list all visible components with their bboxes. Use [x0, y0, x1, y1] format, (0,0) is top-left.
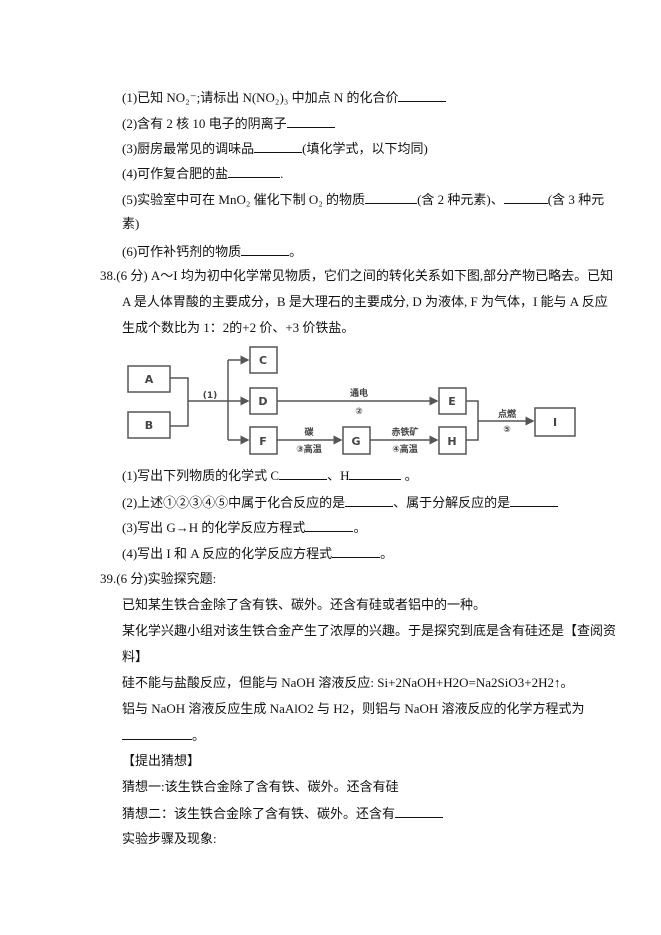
text: 、属于分解反应的是 — [393, 495, 511, 510]
box-C — [249, 346, 278, 374]
answer-blank[interactable] — [254, 140, 303, 153]
answer-blank[interactable] — [241, 243, 290, 256]
text: . — [280, 166, 284, 181]
text: (6)可作补钙剂的物质 — [122, 244, 242, 259]
reaction-4-label: ④高温 — [392, 443, 418, 455]
q37-item-5-cont: 素) — [122, 216, 140, 231]
label-A: A — [145, 373, 154, 386]
text: (4)可作复合肥的盐 — [122, 166, 229, 181]
text: (填化学式，以下均同) — [302, 141, 428, 156]
text: 。 — [380, 546, 394, 561]
answer-blank[interactable] — [345, 494, 394, 507]
text: (含 2 种元素)、 — [417, 192, 504, 207]
q37-item-4: (4)可作复合肥的盐. — [122, 165, 283, 182]
label-B: B — [145, 419, 153, 432]
answer-blank[interactable] — [122, 727, 192, 740]
q39-line: 铝与 NaOH 溶液反应生成 NaAlO2 与 H2，则铝与 NaOH 溶液反应… — [122, 701, 585, 716]
q39-line: 已知某生铁合金除了含有铁、碳外。还含有硅或者铝中的一种。 — [122, 597, 487, 612]
q39-heading: 39.(6 分)实验探究题: — [100, 571, 217, 586]
text: 。 — [289, 244, 303, 259]
answer-blank[interactable] — [365, 191, 418, 204]
q39-line: 实验步骤及现象: — [122, 831, 217, 846]
q39-equation-blank-line: 。 — [122, 727, 205, 744]
q37-item-2: (2)含有 2 核 10 电子的阴离子 — [122, 115, 335, 132]
reaction-3-label: ③高温 — [296, 443, 322, 455]
q39-section-heading: 【提出猜想】 — [122, 753, 201, 768]
text: (2)含有 2 核 10 电子的阴离子 — [122, 116, 287, 131]
text: (4)写出 I 和 A 反应的化学反应方程式 — [122, 546, 333, 561]
answer-blank[interactable] — [395, 805, 444, 818]
label-D: D — [258, 395, 267, 408]
label-I: I — [553, 416, 557, 429]
q37-item-5: (5)实验室中可在 MnO₂ 催化下制 O₂ 的物质 (含 2 种元素)、 (含 3… — [122, 191, 604, 208]
q39-hypothesis-1: 猜想一:该生铁合金除了含有铁、碳外。还含有硅 — [122, 779, 399, 794]
label-G: G — [351, 435, 360, 448]
q38-stem-line: A 是人体胃酸的主要成分，B 是大理石的主要成分, D 为液体, F 为气体，I… — [122, 294, 608, 309]
text: 。 — [353, 520, 367, 535]
reaction-1-label: (1) — [203, 391, 218, 401]
label-C: C — [259, 354, 267, 367]
text: (5)实验室中可在 MnO₂ 催化下制 O₂ 的物质 — [122, 192, 366, 207]
text: (含 3 种元 — [547, 192, 605, 207]
label-F: F — [259, 435, 267, 448]
reaction-2-label: ② — [355, 407, 363, 417]
reaction-4-condition: 赤铁矿 — [391, 426, 418, 438]
answer-blank[interactable] — [279, 467, 328, 480]
q37-item-3: (3)厨房最常见的调味品 (填化学式，以下均同) — [122, 140, 428, 157]
answer-blank[interactable] — [398, 89, 447, 102]
q38-stem-line: 38.(6 分) A～I 均为初中化学常见物质，它们之间的转化关系如下图,部分产… — [100, 268, 614, 283]
text: 猜想二：该生铁合金除了含有铁、碳外。还含有 — [122, 806, 396, 821]
answer-blank[interactable] — [510, 494, 559, 507]
text: 。 — [404, 468, 418, 483]
answer-blank[interactable] — [503, 191, 548, 204]
reaction-2-condition: 通电 — [350, 387, 368, 399]
text: 、H — [327, 468, 350, 483]
text: (3)厨房最常见的调味品 — [122, 141, 255, 156]
reaction-5-label: ⑤ — [503, 425, 511, 435]
text: (1)写出下列物质的化学式 C — [122, 468, 280, 483]
box-B — [127, 411, 171, 439]
text: (2)上述①②③④⑤中属于化合反应的是 — [122, 495, 346, 510]
text: 。 — [192, 728, 206, 743]
label-H: H — [447, 435, 456, 448]
answer-blank[interactable] — [349, 467, 402, 480]
answer-blank[interactable] — [228, 165, 281, 178]
q39-line: 料】 — [122, 649, 149, 664]
q39-hypothesis-2: 猜想二：该生铁合金除了含有铁、碳外。还含有 — [122, 805, 444, 822]
text: (3)写出 G→H 的化学反应方程式 — [122, 520, 306, 535]
text: (1)已知 NO₂⁻;请标出 N(NO₂)₃ 中加点 N 的化合价 — [122, 90, 399, 105]
q38-part-4: (4)写出 I 和 A 反应的化学反应方程式 。 — [122, 545, 393, 562]
q38-part-2: (2)上述①②③④⑤中属于化合反应的是 、属于分解反应的是 — [122, 494, 559, 511]
label-E: E — [448, 395, 456, 408]
answer-blank[interactable] — [332, 545, 381, 558]
q37-item-6: (6)可作补钙剂的物质 。 — [122, 243, 302, 260]
q39-line: 某化学兴趣小组对该生铁合金产生了浓厚的兴趣。于是探究到底是含有硅还是【查阅资 — [122, 623, 617, 638]
q37-item-1: (1)已知 NO₂⁻;请标出 N(NO₂)₃ 中加点 N 的化合价 — [122, 89, 447, 106]
answer-blank[interactable] — [305, 519, 354, 532]
answer-blank[interactable] — [286, 115, 335, 128]
q38-part-1: (1)写出下列物质的化学式 C 、H 。 — [122, 467, 418, 484]
q38-stem-line: 生成个数比为 1：2的+2 价、+3 价铁盐。 — [122, 320, 355, 335]
q39-line: 硅不能与盐酸反应，但能与 NaOH 溶液反应: Si+2NaOH+H2O=Na2… — [122, 675, 574, 690]
reaction-3-condition: 碳 — [304, 426, 314, 438]
box-A — [127, 365, 171, 393]
reaction-5-condition: 点燃 — [498, 408, 517, 420]
q38-part-3: (3)写出 G→H 的化学反应方程式 。 — [122, 519, 366, 536]
